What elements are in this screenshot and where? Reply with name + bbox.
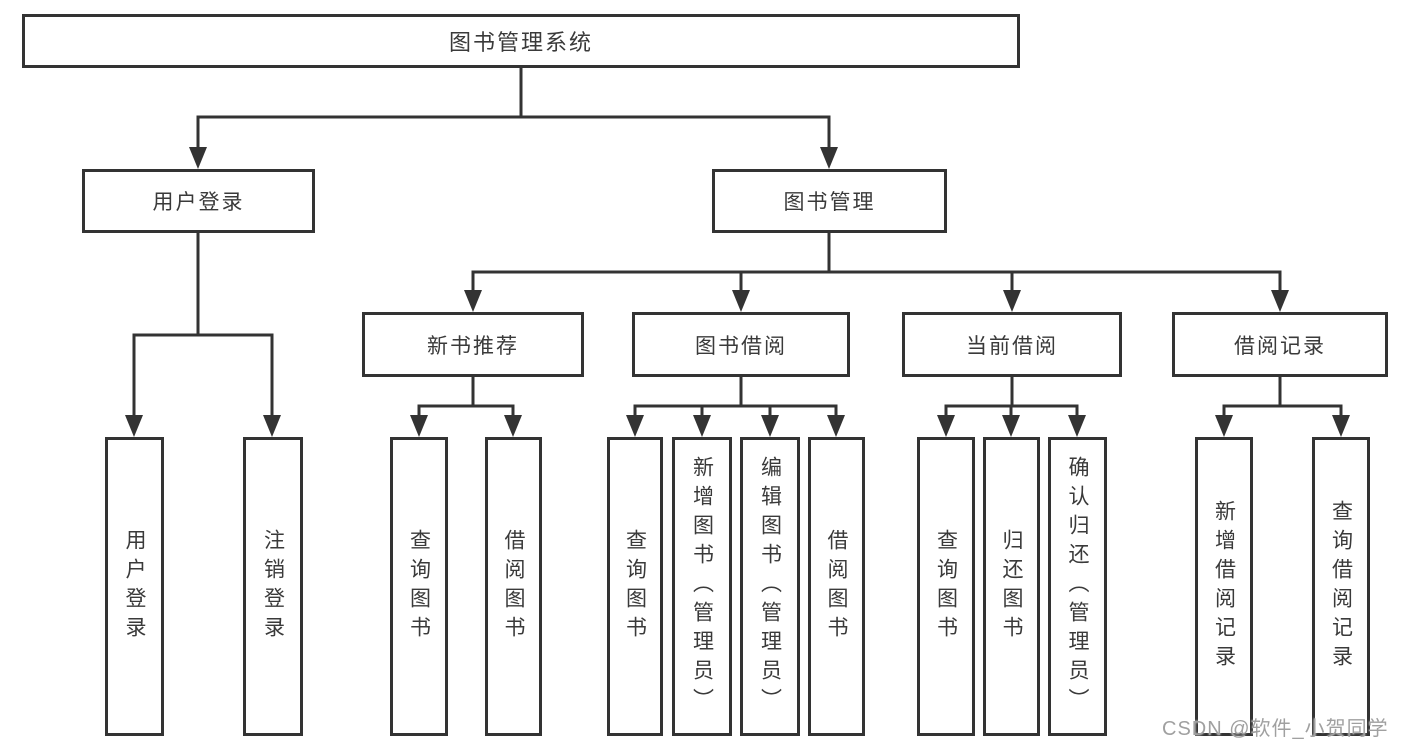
node-book-management: 图书管理: [712, 169, 947, 233]
arrowhead-icon: [125, 415, 143, 437]
arrowhead-icon: [464, 290, 482, 312]
arrowhead-icon: [1068, 415, 1086, 437]
arrowhead-icon: [1271, 290, 1289, 312]
connector-user-login-children: [125, 231, 281, 437]
node-label: 图书管理系统: [448, 30, 593, 55]
connector-line: [417, 375, 515, 420]
connector-line: [1222, 375, 1343, 420]
node-leaf-return-books: 归还图书: [983, 437, 1040, 736]
node-leaf-logout: 注销登录: [243, 437, 303, 736]
node-label: 图书借阅: [695, 334, 787, 358]
arrowhead-icon: [827, 415, 845, 437]
watermark: CSDN @软件_小贺同学: [1162, 718, 1389, 740]
node-label: 查询借阅记录: [1329, 499, 1353, 674]
node-leaf-query-borrow-record: 查询借阅记录: [1312, 437, 1370, 736]
node-leaf-query-books-recommend: 查询图书: [390, 437, 448, 736]
node-leaf-confirm-return-admin: 确认归还（管理员）: [1048, 437, 1107, 736]
node-label: 确认归还（管理员）: [1066, 456, 1089, 717]
node-leaf-add-books-admin: 新增图书（管理员）: [672, 437, 732, 736]
arrowhead-icon: [1003, 290, 1021, 312]
node-leaf-edit-books-admin: 编辑图书（管理员）: [740, 437, 800, 736]
arrowhead-icon: [820, 147, 838, 169]
arrowhead-icon: [1215, 415, 1233, 437]
connector-line: [944, 375, 1079, 420]
node-leaf-query-books-borrow: 查询图书: [607, 437, 663, 736]
connector-line: [633, 375, 838, 420]
arrowhead-icon: [937, 415, 955, 437]
connector-book-borrowing-children: [626, 375, 845, 437]
node-label: 查询图书: [623, 528, 647, 645]
node-label: 新增图书（管理员）: [690, 456, 714, 717]
arrowhead-icon: [693, 415, 711, 437]
node-borrowing-records: 借阅记录: [1172, 312, 1388, 377]
node-leaf-borrow-books: 借阅图书: [808, 437, 865, 736]
node-label: 编辑图书（管理员）: [758, 456, 782, 717]
node-user-login-group: 用户登录: [82, 169, 315, 233]
arrowhead-icon: [761, 415, 779, 437]
node-label: 新书推荐: [427, 334, 519, 358]
node-label: 借阅记录: [1234, 334, 1326, 358]
node-current-borrowing: 当前借阅: [902, 312, 1122, 377]
node-leaf-user-login: 用户登录: [105, 437, 164, 736]
node-label: 借阅图书: [825, 528, 848, 645]
arrowhead-icon: [504, 415, 522, 437]
node-leaf-add-borrow-record: 新增借阅记录: [1195, 437, 1253, 736]
node-label: 用户登录: [152, 191, 245, 214]
node-label: 用户登录: [123, 528, 146, 645]
node-root: 图书管理系统: [22, 14, 1020, 68]
connector-root-to-level2: [189, 66, 838, 169]
arrowhead-icon: [410, 415, 428, 437]
connector-line: [132, 231, 274, 420]
node-label: 查询图书: [934, 528, 958, 645]
node-new-book-recommendation: 新书推荐: [362, 312, 584, 377]
connector-current-borrowing-children: [937, 375, 1086, 437]
arrowhead-icon: [1002, 415, 1020, 437]
arrowhead-icon: [1332, 415, 1350, 437]
node-leaf-borrow-books-recommend: 借阅图书: [485, 437, 542, 736]
connector-borrowing-records-children: [1215, 375, 1350, 437]
node-label: 新增借阅记录: [1212, 499, 1236, 674]
node-label: 当前借阅: [966, 334, 1058, 358]
connector-book-management-children: [464, 231, 1289, 312]
node-label: 注销登录: [261, 528, 285, 645]
arrowhead-icon: [626, 415, 644, 437]
node-leaf-query-books-current: 查询图书: [917, 437, 975, 736]
connector-new-book-recommendation-children: [410, 375, 522, 437]
node-label: 图书管理: [783, 191, 876, 214]
connector-line: [471, 231, 1282, 294]
connector-line: [196, 66, 831, 149]
arrowhead-icon: [263, 415, 281, 437]
arrowhead-icon: [732, 290, 750, 312]
node-book-borrowing: 图书借阅: [632, 312, 850, 377]
node-label: 归还图书: [1000, 528, 1023, 645]
node-label: 借阅图书: [502, 528, 525, 645]
node-label: 查询图书: [407, 528, 431, 645]
arrowhead-icon: [189, 147, 207, 169]
